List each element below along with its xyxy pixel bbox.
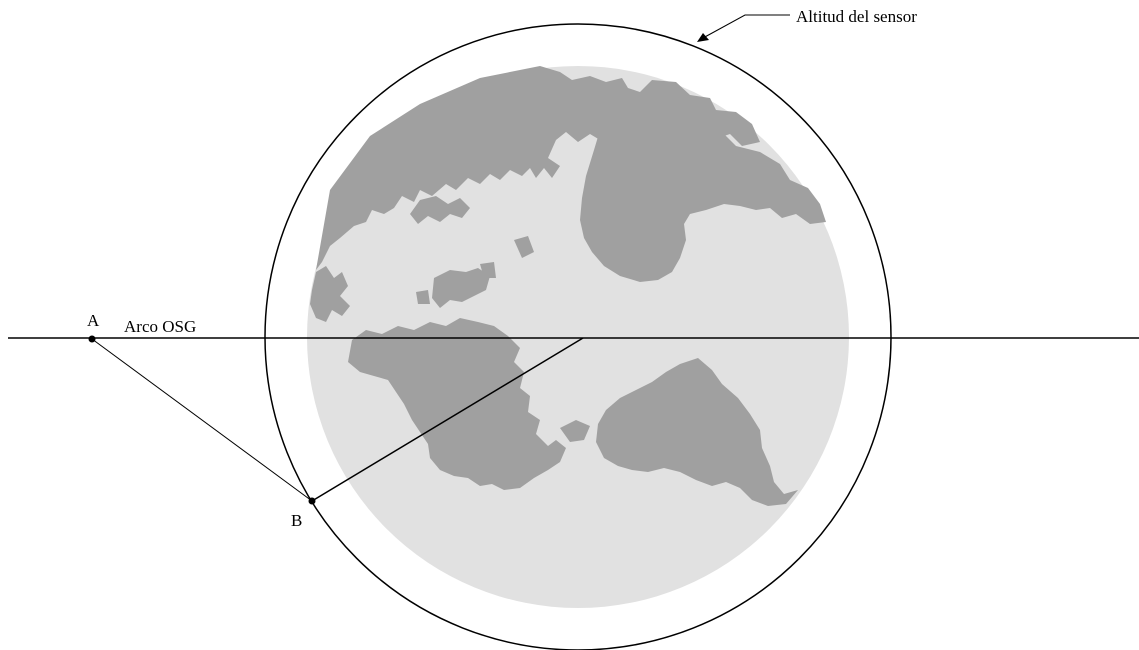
landmass-southwest-interior <box>478 336 506 362</box>
landmass-southeast <box>596 358 798 506</box>
point-b-label: B <box>291 511 302 530</box>
sensor-altitude-circle <box>264 23 892 650</box>
landmass-central-island-3 <box>416 290 430 304</box>
point-a-label: A <box>87 311 100 330</box>
landmass-north-interior <box>410 196 470 224</box>
landmass-southeast-fragment <box>560 420 590 442</box>
gso-arc-label: Arco OSG <box>124 317 196 336</box>
landmass-southwest <box>348 318 566 490</box>
sensor-altitude-arrowhead <box>697 33 709 42</box>
point-b <box>308 497 316 505</box>
sensor-altitude-label: Altitud del sensor <box>796 7 917 26</box>
line-a-to-b <box>91 338 313 502</box>
line-b-to-center <box>311 337 584 502</box>
landmass-northeast <box>580 104 826 282</box>
landmass-west-coast <box>310 266 350 322</box>
landmasses <box>310 66 826 506</box>
landmass-central-island-4 <box>514 236 534 258</box>
landmass-central-island-1 <box>432 268 490 308</box>
landmass-central-island-2 <box>480 262 496 278</box>
sensor-altitude-leader <box>702 14 790 39</box>
point-a <box>88 335 96 343</box>
